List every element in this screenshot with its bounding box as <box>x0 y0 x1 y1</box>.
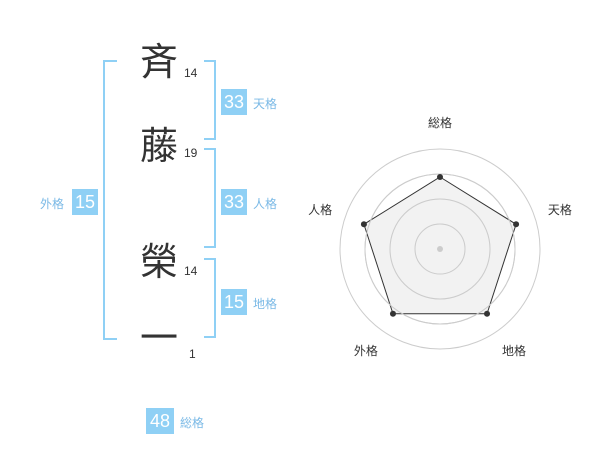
stroke-count-2: 19 <box>184 146 198 160</box>
soukaku-value: 48 <box>146 408 174 434</box>
tenkaku-label: 天格 <box>253 97 278 111</box>
jinkaku-value: 33 <box>221 189 247 215</box>
radar-axis-label: 外格 <box>354 343 378 358</box>
tenkaku-bracket <box>204 60 216 140</box>
stroke-count-4: 1 <box>189 347 196 361</box>
tenkaku-value: 33 <box>221 89 247 115</box>
chikaku-value: 15 <box>221 289 247 315</box>
radar-inner-ring <box>389 198 491 300</box>
soukaku-label: 総格 <box>180 416 205 430</box>
radar-center-point <box>437 246 443 252</box>
radar-data-point <box>484 310 491 317</box>
radar-data-point <box>513 221 520 228</box>
name-char-1: 斉 <box>140 40 179 84</box>
name-char-3: 榮 <box>140 240 179 284</box>
gaikaku-bracket <box>103 60 117 340</box>
radar-axis-label: 地格 <box>502 343 526 358</box>
jinkaku-bracket <box>204 148 216 248</box>
stroke-count-3: 14 <box>184 264 198 278</box>
name-char-4: 一 <box>140 316 179 360</box>
radar-series-area <box>363 176 517 315</box>
gaikaku-value: 15 <box>72 189 98 215</box>
jinkaku-label: 人格 <box>253 197 278 211</box>
chikaku-bracket <box>204 258 216 338</box>
chikaku-label: 地格 <box>253 297 278 311</box>
gaikaku-label: 外格 <box>40 197 65 211</box>
stroke-count-1: 14 <box>184 66 198 80</box>
radar-grid-ring <box>339 148 541 350</box>
radar-inner-ring <box>414 223 466 275</box>
radar-axis-label: 天格 <box>548 202 572 217</box>
name-char-2: 藤 <box>140 124 179 168</box>
radar-axis-label: 総格 <box>428 115 452 130</box>
radar-axis-label: 人格 <box>308 202 332 217</box>
radar-data-point <box>389 310 396 317</box>
radar-data-point <box>360 221 367 228</box>
radar-data-point <box>437 174 443 180</box>
